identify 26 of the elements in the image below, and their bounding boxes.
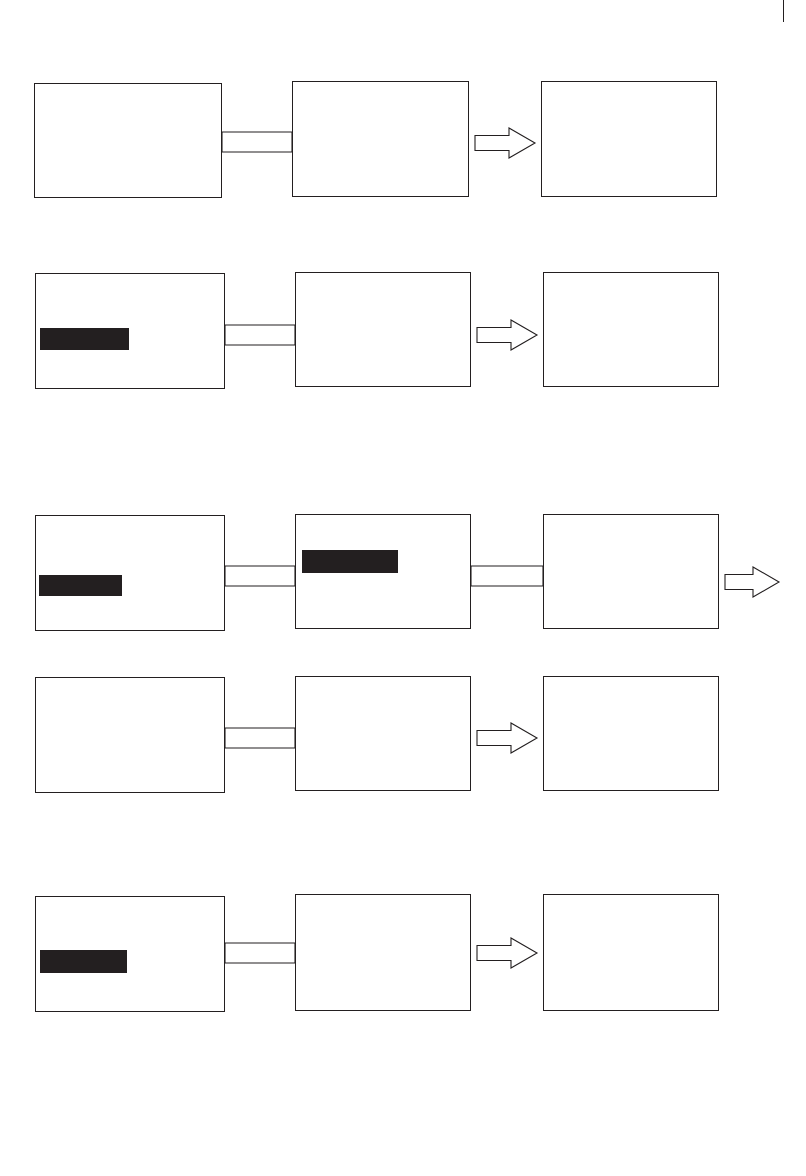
- process-box: [35, 515, 225, 631]
- connector-bar: [221, 131, 293, 153]
- process-box: [543, 894, 719, 1011]
- process-box: [35, 677, 225, 793]
- process-box: [543, 676, 719, 791]
- process-box: [543, 514, 719, 629]
- process-box: [295, 272, 471, 387]
- process-box: [543, 272, 719, 387]
- process-box: [35, 896, 225, 1012]
- process-box: [541, 81, 717, 197]
- block-arrow: [724, 566, 781, 598]
- process-box: [292, 81, 469, 197]
- block-arrow: [476, 722, 539, 754]
- block-arrow: [474, 127, 537, 159]
- process-box: [35, 273, 225, 389]
- connector-bar: [224, 942, 296, 964]
- process-box: [295, 676, 471, 791]
- process-box: [295, 514, 471, 629]
- connector-bar: [224, 727, 296, 749]
- connector-bar: [470, 565, 544, 587]
- connector-bar: [224, 565, 296, 587]
- block-arrow: [476, 319, 539, 351]
- connector-bar: [224, 324, 296, 346]
- process-box: [34, 83, 222, 198]
- block-arrow: [476, 937, 539, 969]
- process-box: [295, 894, 471, 1011]
